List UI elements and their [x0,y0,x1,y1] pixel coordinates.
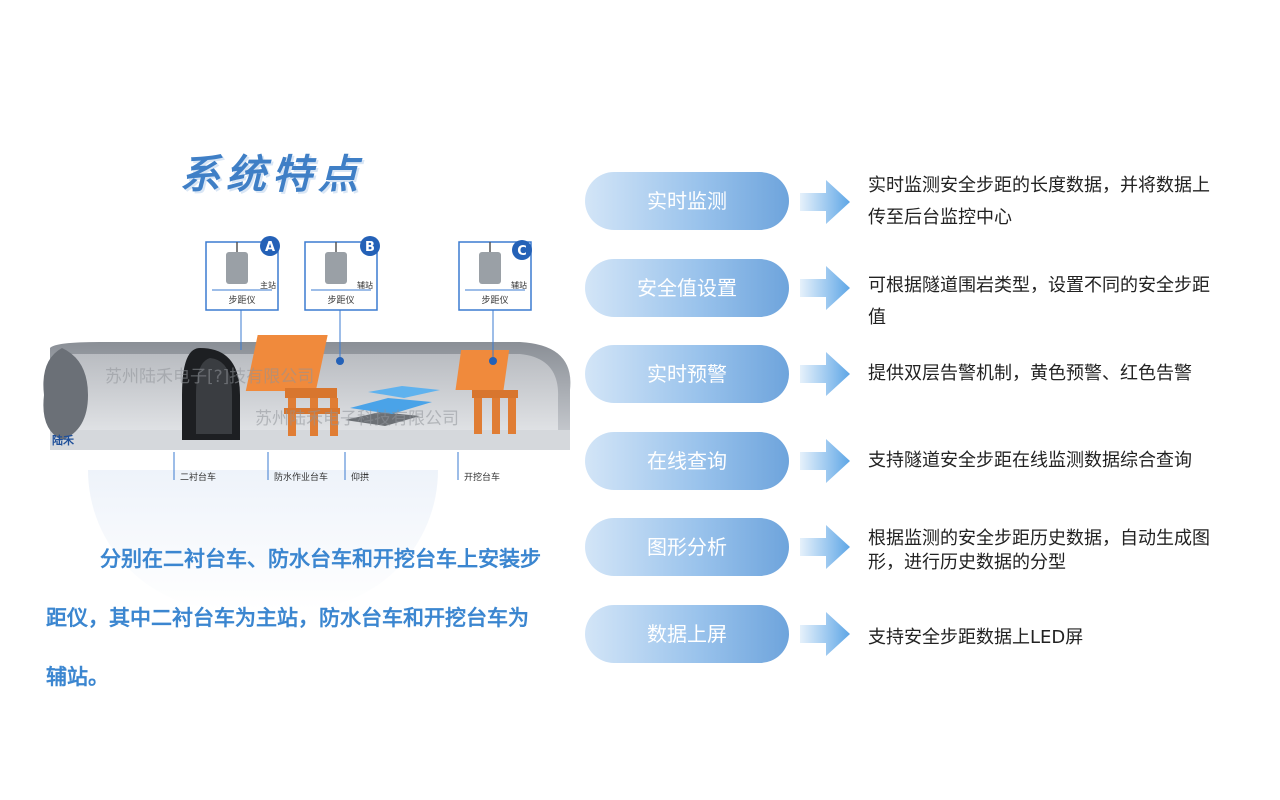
legend-excavation-trolley: 开挖台车 [464,471,500,483]
device-b-station: 辅站 [357,280,373,290]
device-b-label: 步距仪 [327,295,354,306]
watermark: 苏州陆禾电子科技有限公司 [255,409,459,429]
brand-label: 陆禾 [52,433,75,447]
feature-text-graph-analysis: 根据监测的安全步距历史数据，自动生成图形，进行历史数据的分型 [868,528,1210,573]
legend-invert-arch: 仰拱 [351,471,369,483]
device-c [458,240,532,365]
description-text: 分别在二衬台车、防水台车和开挖台车上安装步距仪，其中二衬台车为主站，防水台车和开… [46,547,541,689]
arrow-right-icon [800,352,850,396]
page-title: 系统特点 [180,151,364,198]
legend-lining-trolley: 二衬台车 [180,471,216,483]
device-b-badge: B [365,240,375,255]
arrow-right-icon [800,612,850,656]
watermark: 苏州陆禾电子[?]技有限公司 [105,367,314,387]
feature-pill-realtime-monitoring: 实时监测 [585,172,789,230]
device-c-label: 步距仪 [481,295,508,306]
tunnel-floor [50,430,570,450]
device-a [205,236,280,350]
arrow-right-icon [800,266,850,310]
tunnel-diagram: A B C 主站 辅站 辅站 步距仪 步距仪 步距仪 苏州陆禾电子[?]技有限公… [43,236,571,483]
feature-pill-realtime-warning: 实时预警 [585,345,789,403]
device-c-station: 辅站 [511,280,527,290]
feature-text-safety-threshold: 可根据隧道围岩类型，设置不同的安全步距值 [868,275,1210,328]
arrow-right-icon [800,180,850,224]
device-a-station: 主站 [260,280,276,290]
invert-arch [345,386,440,426]
waterproof-trolley [245,335,340,436]
device-c-badge: C [517,244,527,259]
feature-pill-online-query: 在线查询 [585,432,789,490]
arrow-right-icon [800,439,850,483]
feature-text-online-query: 支持隧道安全步距在线监测数据综合查询 [868,450,1192,471]
device-a-label: 步距仪 [228,295,255,306]
feature-pill-safety-threshold: 安全值设置 [585,259,789,317]
feature-text-data-display: 支持安全步距数据上LED屏 [868,627,1084,648]
arrow-right-icon [800,525,850,569]
device-a-badge: A [265,240,275,255]
legend-waterproof-trolley: 防水作业台车 [274,471,328,483]
feature-text-realtime-monitoring: 实时监测安全步距的长度数据，并将数据上传至后台监控中心 [868,175,1210,228]
feature-pill-graph-analysis: 图形分析 [585,518,789,576]
feature-text-realtime-warning: 提供双层告警机制，黄色预警、红色告警 [868,363,1192,384]
tunnel-end-cap [43,348,88,440]
device-b [304,236,380,365]
feature-pill-data-display: 数据上屏 [585,605,789,663]
